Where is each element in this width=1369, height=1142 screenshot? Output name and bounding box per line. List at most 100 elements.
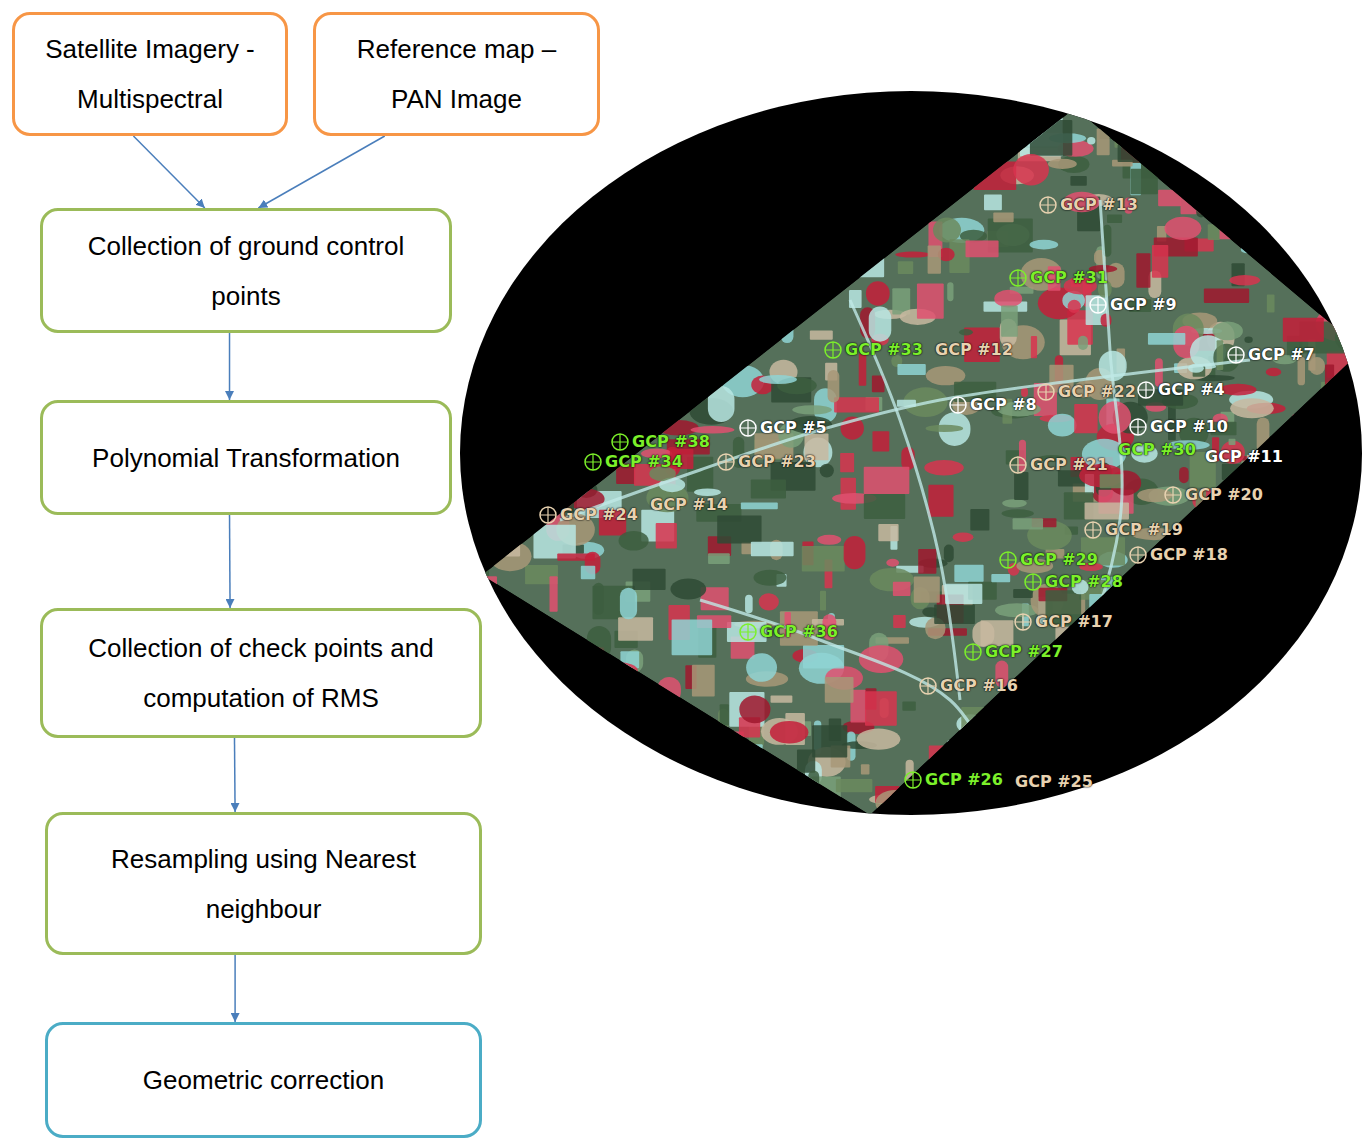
- terrain-patch: [644, 794, 676, 820]
- terrain-patch: [1046, 814, 1062, 832]
- terrain-patch: [679, 241, 723, 250]
- terrain-patch: [655, 384, 690, 404]
- gcp-marker: [1130, 419, 1146, 435]
- terrain-patch: [1097, 128, 1110, 155]
- terrain-patch: [745, 273, 786, 280]
- flow-arrow: [229, 333, 231, 400]
- terrain-patch: [1082, 755, 1118, 774]
- marker-cross: [1010, 457, 1026, 473]
- terrain-patch: [1106, 670, 1142, 686]
- terrain-patch: [716, 340, 760, 351]
- terrain-patch: [1217, 738, 1251, 766]
- terrain-patch: [567, 346, 579, 376]
- terrain-patch: [534, 271, 544, 282]
- gcp-marker: [540, 507, 556, 523]
- terrain-patch: [1099, 768, 1135, 784]
- terrain-patch: [625, 203, 636, 213]
- terrain-patch: [488, 348, 528, 381]
- terrain-patch: [771, 106, 782, 130]
- terrain-patch: [651, 232, 665, 263]
- terrain-patch: [1118, 145, 1145, 162]
- terrain-patch: [1346, 437, 1369, 450]
- terrain-patch: [727, 783, 755, 790]
- terrain-patch: [881, 124, 922, 158]
- terrain-patch: [735, 787, 770, 823]
- marker-ring: [1138, 382, 1154, 398]
- terrain-patch: [1208, 224, 1220, 240]
- terrain-patch: [1295, 165, 1319, 185]
- terrain-patch: [724, 801, 747, 826]
- terrain-patch: [1166, 789, 1206, 814]
- terrain-patch: [486, 451, 520, 466]
- terrain-patch: [1223, 575, 1256, 581]
- terrain-patch: [772, 122, 793, 129]
- terrain-patch: [1160, 109, 1199, 145]
- terrain-patch: [1301, 260, 1317, 289]
- terrain-patch: [692, 809, 733, 818]
- terrain-patch: [472, 196, 495, 223]
- terrain-patch: [1217, 693, 1254, 706]
- terrain-patch: [1228, 631, 1239, 641]
- terrain-patch: [1015, 104, 1029, 115]
- flow-arrow: [234, 955, 236, 1022]
- terrain-patch: [1198, 725, 1226, 734]
- terrain-patch: [1315, 489, 1332, 523]
- terrain-patch: [638, 123, 681, 155]
- terrain-patch: [656, 523, 677, 549]
- terrain-patch: [1332, 369, 1368, 399]
- terrain-patch: [880, 804, 921, 818]
- terrain-patch: [893, 582, 911, 596]
- terrain-patch: [505, 622, 511, 630]
- terrain-patch: [479, 256, 494, 283]
- terrain-patch: [1072, 745, 1090, 774]
- marker-ring: [950, 397, 966, 413]
- terrain-patch: [918, 549, 936, 574]
- terrain-patch: [1148, 333, 1185, 345]
- gcp-marker: [612, 434, 628, 450]
- terrain-patch: [808, 770, 819, 801]
- terrain-patch: [632, 290, 658, 310]
- marker-cross: [718, 454, 734, 470]
- flow-arrow: [258, 136, 384, 208]
- marker-cross: [920, 678, 936, 694]
- terrain-patch: [1245, 524, 1283, 531]
- marker-ring: [1130, 419, 1146, 435]
- terrain-patch: [928, 485, 953, 517]
- terrain-patch: [580, 189, 617, 216]
- terrain-patch: [489, 541, 532, 571]
- terrain-patch: [1312, 596, 1341, 605]
- terrain-patch: [1158, 707, 1170, 734]
- marker-cross: [1138, 382, 1154, 398]
- gcp-marker: [965, 644, 981, 660]
- terrain-patch: [527, 194, 557, 206]
- terrain-patch: [1345, 788, 1369, 805]
- terrain-patch: [1302, 564, 1309, 594]
- terrain-patch: [499, 627, 537, 661]
- terrain-patch: [720, 704, 729, 725]
- terrain-patch: [861, 180, 873, 190]
- terrain-patch: [1331, 551, 1340, 581]
- terrain-patch: [493, 325, 523, 344]
- terrain-patch: [1333, 525, 1350, 532]
- terrain-patch: [489, 406, 506, 423]
- terrain-patch: [1204, 289, 1249, 303]
- input-box: Satellite Imagery - Multispectral: [12, 12, 288, 136]
- terrain-patch: [1344, 791, 1369, 824]
- terrain-patch: [1254, 708, 1264, 728]
- gcp-marker: [1085, 522, 1101, 538]
- terrain-patch: [1335, 533, 1342, 543]
- terrain-patch: [1013, 518, 1043, 529]
- terrain-patch: [508, 669, 520, 675]
- terrain-patch: [1181, 196, 1210, 214]
- terrain-patch: [790, 808, 805, 821]
- terrain-patch: [790, 200, 832, 232]
- terrain-patch: [907, 101, 942, 114]
- terrain-patch: [1078, 336, 1088, 350]
- terrain-patch: [808, 283, 819, 295]
- gcp-marker: [950, 397, 966, 413]
- gcp-marker: [718, 454, 734, 470]
- terrain-patch: [1179, 467, 1189, 483]
- gcp-label: GCP #38: [632, 432, 710, 452]
- terrain-patch: [1274, 748, 1282, 765]
- terrain-patch: [886, 559, 899, 567]
